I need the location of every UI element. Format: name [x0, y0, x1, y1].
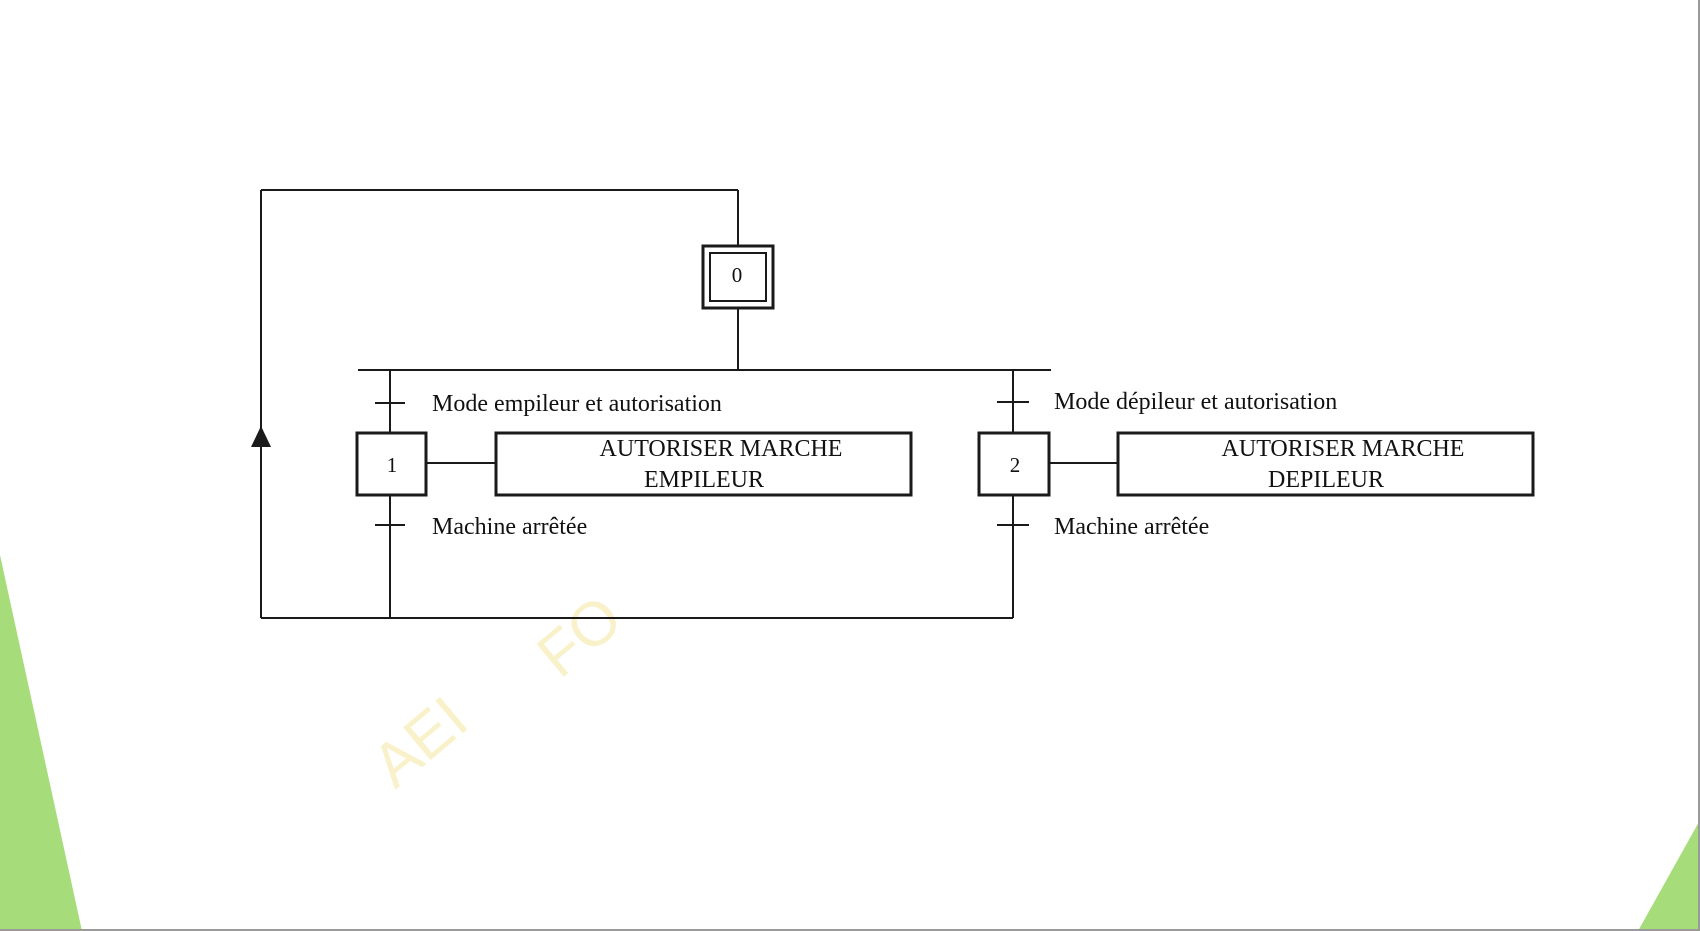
step-1-label: 1 [387, 453, 398, 477]
transition-2-condition: Mode dépileur et autorisation [1054, 389, 1337, 415]
initial-step-inner-box [709, 252, 767, 302]
watermark-right: FO [525, 583, 635, 691]
loop-arrow-up-icon [251, 426, 271, 447]
step-1-action-line-1: AUTORISER MARCHE [600, 436, 843, 462]
slide-border-right [1698, 0, 1700, 931]
slide-border-bottom [0, 929, 1700, 931]
transition-1-condition: Mode empileur et autorisation [432, 391, 722, 417]
watermark-left: AEI [360, 684, 481, 801]
step-1-action-box [494, 431, 913, 497]
transition-4-condition: Machine arrêtée [1054, 514, 1209, 540]
green-triangle-right [1638, 820, 1700, 931]
step-1-action-line-2: EMPILEUR [644, 467, 764, 493]
step-2-action-line-1: AUTORISER MARCHE [1222, 436, 1465, 462]
initial-step-label: 0 [732, 263, 743, 287]
step-2-action-line-2: DEPILEUR [1268, 467, 1384, 493]
green-triangle-left [0, 555, 82, 931]
transition-3-condition: Machine arrêtée [432, 514, 587, 540]
step-2-action-box [1116, 431, 1535, 497]
step-2-label: 2 [1010, 453, 1021, 477]
